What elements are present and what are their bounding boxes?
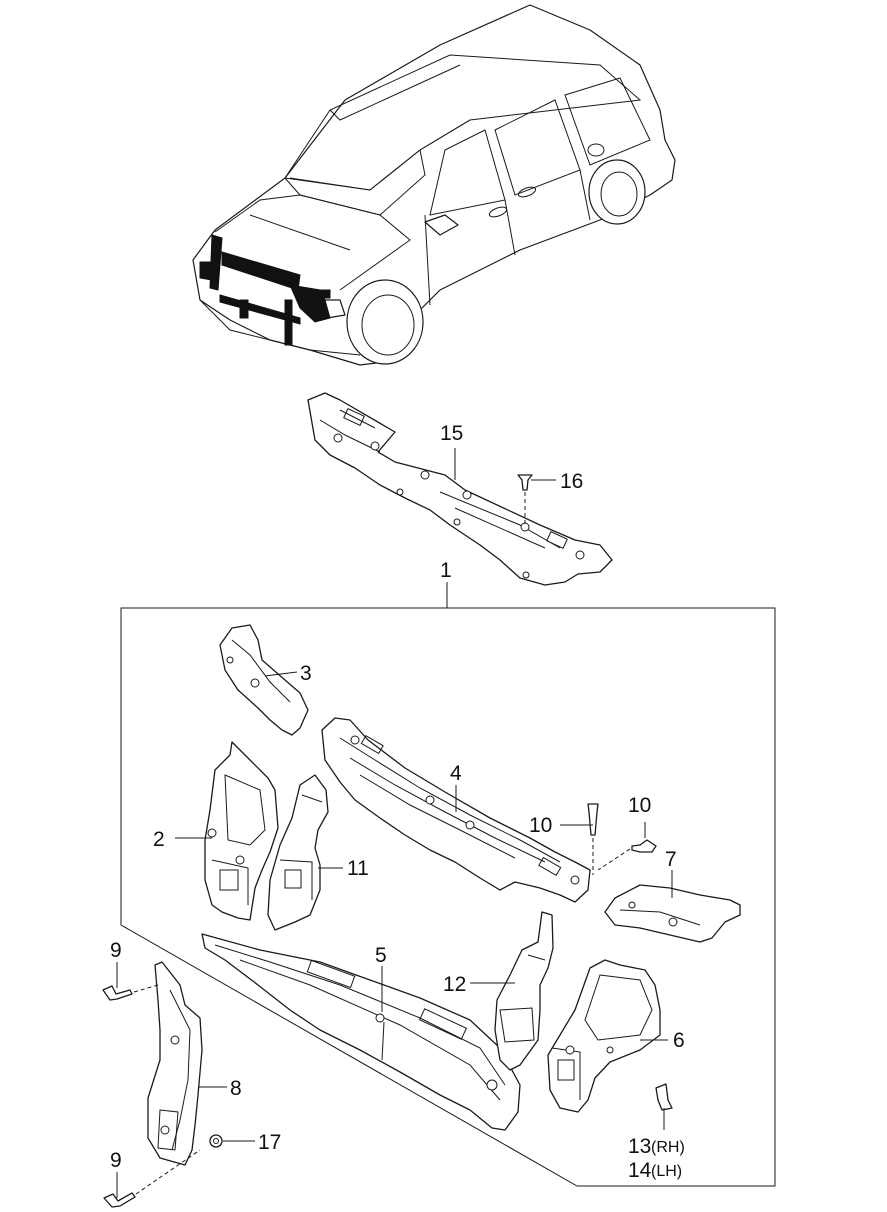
part-17-nut xyxy=(209,1134,223,1148)
callout-10-left: 10 xyxy=(529,814,552,837)
part-16-clip xyxy=(517,474,533,525)
callout-12: 12 xyxy=(443,973,466,996)
part-13-14-clip xyxy=(655,1083,673,1111)
part-10-bolt-vertical xyxy=(587,803,599,875)
part-2-side-bracket xyxy=(204,741,279,921)
callout-14-side: (LH) xyxy=(651,1163,682,1180)
callout-labels: 1 15 16 3 4 2 11 10 10 7 5 12 6 8 9 9 17… xyxy=(110,422,685,1182)
callout-2: 2 xyxy=(153,828,165,851)
callout-1: 1 xyxy=(440,559,452,582)
callout-11: 11 xyxy=(347,857,369,880)
callout-17: 17 xyxy=(258,1131,281,1154)
callout-15: 15 xyxy=(440,422,463,445)
part-15-upper-cover xyxy=(307,392,613,586)
callout-3: 3 xyxy=(300,662,312,685)
callout-8: 8 xyxy=(230,1077,242,1100)
callout-6: 6 xyxy=(673,1029,685,1052)
part-12-side-bracket xyxy=(494,911,554,1071)
assembly-box-outline xyxy=(120,607,776,1187)
callout-16: 16 xyxy=(560,470,583,493)
part-9-bolt-top xyxy=(102,984,159,1001)
part-10-bolt-angled xyxy=(597,839,657,871)
callout-13-side: (RH) xyxy=(651,1139,685,1156)
part-6-side-bracket xyxy=(547,959,661,1113)
part-11-side-bracket xyxy=(267,774,329,931)
part-8-vertical-stay xyxy=(147,961,203,1166)
callout-14: 14 xyxy=(628,1159,652,1182)
part-9-bolt-bottom xyxy=(103,1149,201,1208)
callout-9-top: 9 xyxy=(110,939,122,962)
callout-13: 13 xyxy=(628,1135,651,1158)
part-3-bracket xyxy=(219,624,309,736)
callout-9-bottom: 9 xyxy=(110,1149,122,1172)
part-5-lower-member xyxy=(201,933,521,1131)
callout-7: 7 xyxy=(665,848,677,871)
part-7-bracket xyxy=(604,884,741,943)
callout-10-right: 10 xyxy=(628,794,651,817)
vehicle-illustration xyxy=(192,4,676,366)
callout-4: 4 xyxy=(450,762,462,785)
callout-5: 5 xyxy=(375,944,387,967)
leader-lines xyxy=(116,448,673,1198)
